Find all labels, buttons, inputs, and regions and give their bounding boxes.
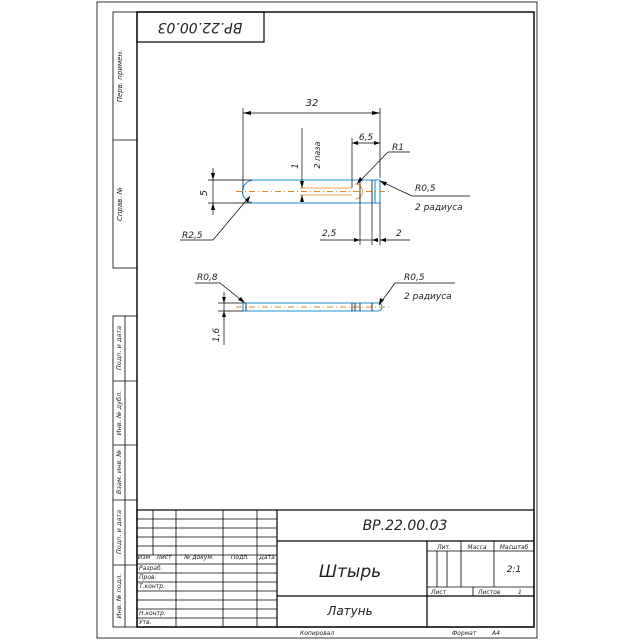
dim-r05-top: R0,5 bbox=[415, 184, 436, 194]
tb-header-date: Дата bbox=[258, 554, 275, 561]
top-view-dimensions bbox=[180, 108, 470, 245]
tb-row-developed: Разраб. bbox=[139, 565, 163, 572]
tb-header-sign: Подп. bbox=[231, 554, 249, 561]
dim-r25: R2,5 bbox=[182, 231, 203, 241]
dim-two-radii-bottom: 2 радиуса bbox=[404, 292, 452, 302]
tb-scale-value: 2:1 bbox=[507, 565, 521, 575]
dim-offset: 6,5 bbox=[359, 133, 374, 143]
dim-width: 5 bbox=[199, 190, 210, 196]
part-top-view bbox=[236, 179, 392, 204]
format-value: А4 bbox=[491, 630, 500, 637]
strip-label-sign-date-2: Подп. и дата bbox=[115, 510, 123, 554]
side-strip-top: Перв. примен. Справ. № bbox=[112, 11, 138, 269]
side-strip-bottom: Подп. и дата Инв. № дубл. Взам. инв. № П… bbox=[112, 315, 138, 628]
title-block bbox=[136, 509, 535, 628]
tb-sheets-label: Листов bbox=[477, 589, 501, 596]
tb-row-norm-control: Н.контр. bbox=[139, 610, 166, 617]
tb-header-sheet: Лист bbox=[155, 554, 172, 561]
dim-slot-note: 2 паза bbox=[313, 141, 322, 168]
dim-r08: R0,8 bbox=[197, 273, 218, 283]
strip-label-replace-inv: Взам. инв. № bbox=[115, 450, 123, 494]
strip-label-ref-no: Справ. № bbox=[116, 187, 124, 221]
tb-header-change: Изм bbox=[138, 554, 151, 561]
top-designation: ВР.22.00.03 bbox=[158, 19, 243, 35]
dim-d25: 2,5 bbox=[322, 229, 337, 239]
strip-label-orig-inv: Инв. № подл. bbox=[115, 574, 123, 619]
tb-row-tech-control: Т.контр. bbox=[139, 583, 165, 590]
dim-slot: 1 bbox=[291, 163, 301, 169]
dim-r05-bottom: R0,5 bbox=[404, 273, 425, 283]
strip-label-first-use: Перв. примен. bbox=[116, 50, 124, 103]
tb-sheets-count: 1 bbox=[518, 589, 522, 596]
tb-designation: ВР.22.00.03 bbox=[363, 518, 448, 534]
copied-label: Копировал bbox=[300, 630, 334, 637]
tb-material: Латунь bbox=[326, 604, 372, 618]
tb-row-approved: Утв. bbox=[139, 619, 152, 626]
strip-label-sign-date-1: Подп. и дата bbox=[115, 326, 123, 370]
tb-row-checked: Пров. bbox=[139, 574, 157, 581]
outer-frame bbox=[96, 1, 538, 639]
tb-mass-label: Масса bbox=[467, 544, 486, 551]
part-side-view bbox=[236, 302, 392, 312]
strip-label-dup-inv: Инв. № дубл. bbox=[115, 391, 123, 435]
dim-two-radii-top: 2 радиуса bbox=[415, 203, 463, 213]
tb-scale-label: Масштаб bbox=[500, 544, 529, 551]
format-label: Формат bbox=[452, 630, 477, 637]
tb-header-docno: № докум. bbox=[183, 554, 214, 561]
dim-length: 32 bbox=[306, 98, 319, 109]
tb-part-name: Штырь bbox=[319, 562, 381, 582]
dim-thickness: 1,6 bbox=[212, 328, 222, 343]
tb-lit-label: Лит. bbox=[436, 544, 451, 551]
dim-r1: R1 bbox=[392, 143, 404, 153]
inner-frame bbox=[136, 11, 535, 628]
dim-d2: 2 bbox=[396, 229, 402, 239]
side-view-dimensions bbox=[195, 282, 455, 345]
tb-sheet-label: Лист bbox=[430, 589, 447, 596]
